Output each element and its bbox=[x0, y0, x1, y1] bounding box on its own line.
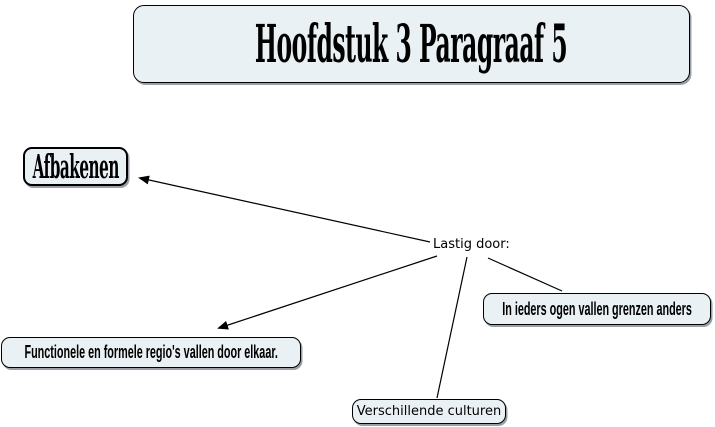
node-lastig-door[interactable]: Lastig door: bbox=[433, 237, 510, 252]
edge-lastig-to-in-ieders bbox=[487, 257, 563, 292]
title-node[interactable]: Hoofdstuk 3 Paragraaf 5 bbox=[133, 5, 690, 83]
node-afbakenen-label: Afbakenen bbox=[32, 147, 119, 186]
edge-lastig-to-afbakenen bbox=[138, 175, 431, 243]
edge-lastig-to-functionele bbox=[217, 255, 438, 330]
edge-lastig-to-verschillende bbox=[436, 256, 468, 399]
node-verschillende-culturen-label: Verschillende culturen bbox=[356, 404, 502, 419]
node-in-ieders-ogen-label: In ieders ogen vallen grenzen anders bbox=[502, 298, 692, 319]
node-functionele-regio-label: Functionele en formele regio's vallen do… bbox=[24, 342, 278, 362]
title-text: Hoofdstuk 3 Paragraaf 5 bbox=[255, 13, 568, 75]
node-afbakenen[interactable]: Afbakenen bbox=[23, 147, 128, 186]
node-verschillende-culturen[interactable]: Verschillende culturen bbox=[352, 399, 506, 424]
node-in-ieders-ogen[interactable]: In ieders ogen vallen grenzen anders bbox=[483, 293, 711, 325]
node-functionele-regio[interactable]: Functionele en formele regio's vallen do… bbox=[1, 337, 301, 368]
